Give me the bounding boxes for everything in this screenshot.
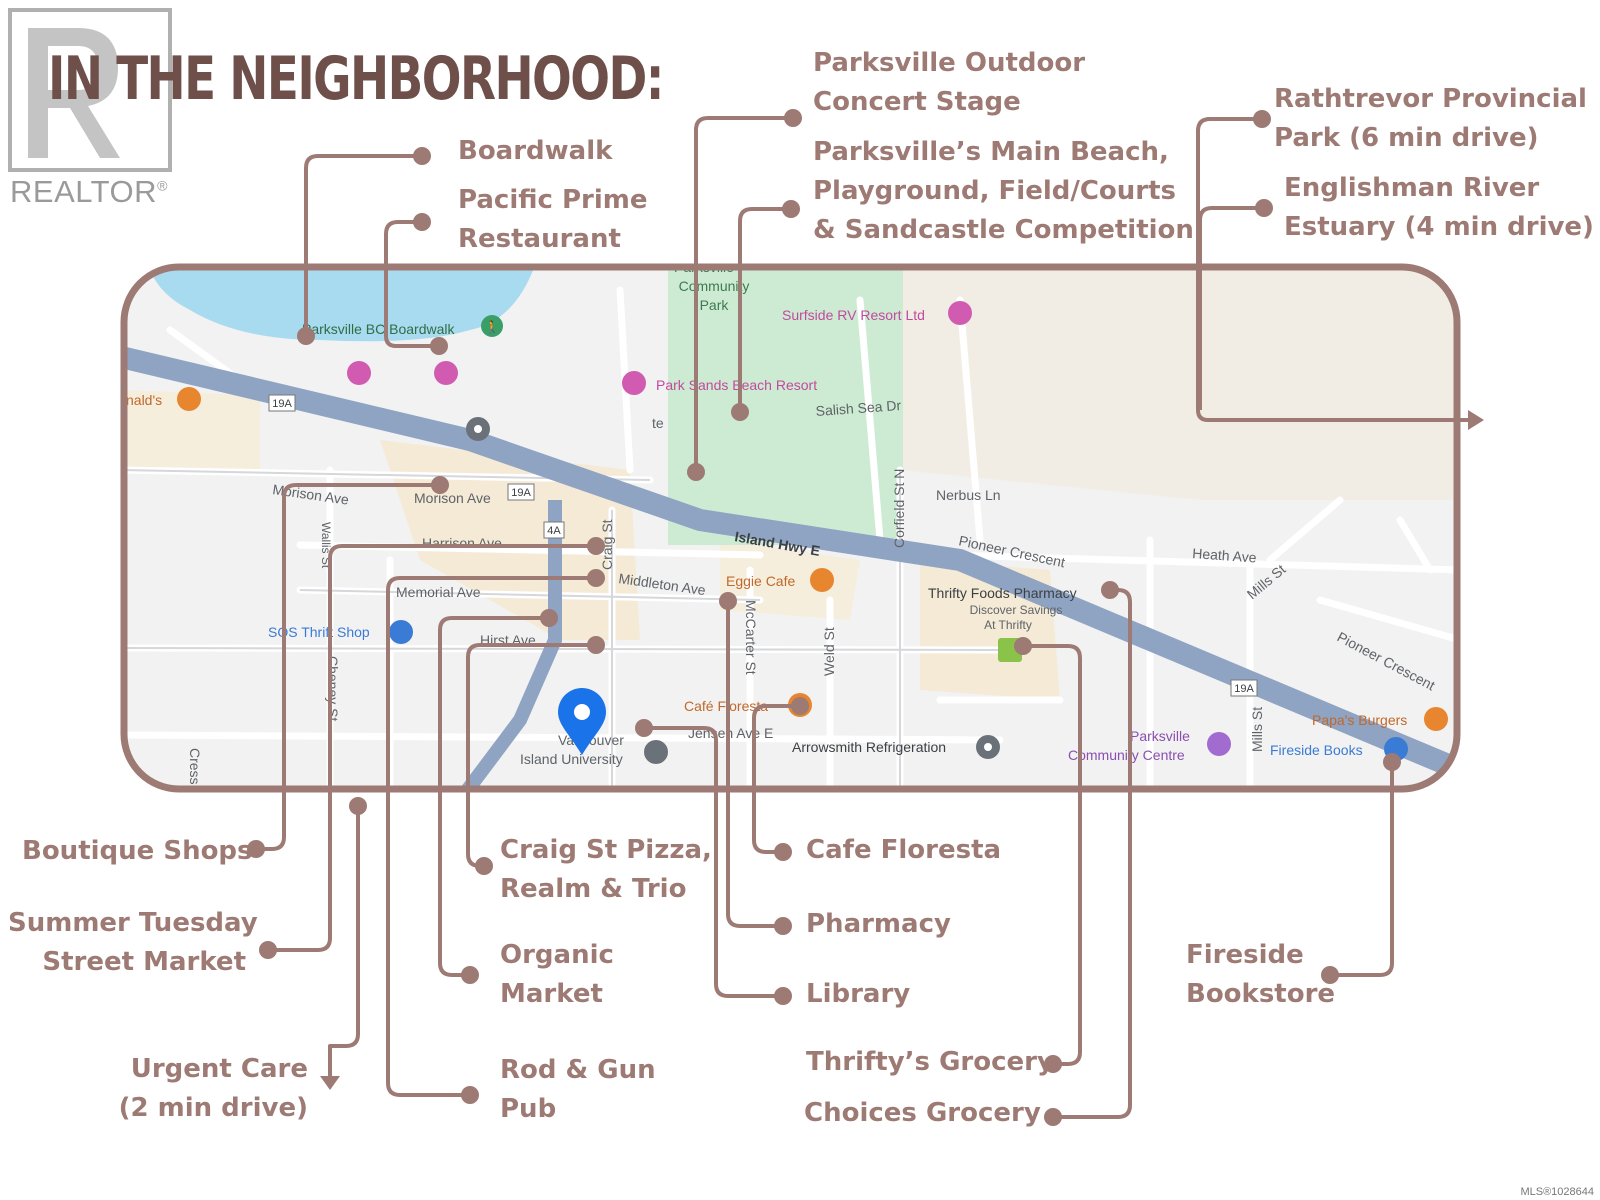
route-shields: 19A 19A 4A 19A — [268, 394, 1258, 697]
fast-food-icon[interactable] — [177, 387, 201, 411]
label-boutique-shops: Boutique Shops — [22, 836, 253, 866]
poi-label: Fireside Books — [1270, 742, 1363, 758]
page-title: IN THE NEIGHBORHOOD: — [48, 44, 665, 114]
leader-boutique — [256, 483, 440, 851]
leader-rod-gun — [386, 576, 596, 1097]
street-label: McCarter St — [743, 600, 759, 675]
label-urgent-care: Urgent Care(2 min drive) — [118, 1054, 308, 1123]
property-location-pin-icon[interactable] — [558, 688, 606, 755]
street-label: Morison Ave — [414, 490, 491, 506]
leader-pharmacy — [726, 601, 783, 928]
poi-label: At Thrifty — [984, 618, 1032, 632]
lodging-icon[interactable] — [622, 371, 646, 395]
street-label: Weld St — [821, 627, 837, 676]
poi-label: Eggie Cafe — [726, 573, 795, 589]
shopping-bag-icon[interactable] — [389, 620, 413, 644]
bay-water — [124, 267, 540, 342]
leader-main-beach — [738, 207, 791, 412]
street-label: Mills St — [1249, 707, 1265, 752]
leader-boardwalk — [304, 154, 422, 336]
street-label: Corfield St N — [891, 469, 907, 548]
route-shield-4a: 4A — [547, 525, 561, 537]
street-label: Cress St — [187, 748, 203, 802]
leader-library — [644, 726, 783, 998]
poi-label: Arrowsmith Refrigeration — [792, 739, 946, 755]
school-icon[interactable] — [644, 740, 668, 764]
poi-label: Island University — [520, 751, 623, 767]
leader-pacific-prime — [384, 220, 439, 348]
route-shield-19a: 19A — [272, 398, 292, 410]
hiking-icon[interactable] — [481, 315, 503, 337]
poi-label: te — [652, 415, 664, 431]
label-thrifty-grocery: Thrifty’s Grocery — [806, 1047, 1054, 1077]
fast-food-icon[interactable] — [1424, 707, 1448, 731]
poi-label: Park — [700, 297, 730, 313]
street-label: Memorial Ave — [396, 584, 481, 600]
route-shield-19a: 19A — [511, 487, 531, 499]
lodging-icon[interactable] — [948, 301, 972, 325]
street-label: Nerbus Ln — [936, 487, 1001, 503]
label-choices-grocery: Choices Grocery — [804, 1098, 1041, 1128]
poi-label: Papa's Burgers — [1312, 712, 1407, 728]
street-label: Craig St — [599, 519, 615, 570]
poi-label: Discover Savings — [970, 603, 1063, 617]
leader-cafe-floresta — [752, 704, 800, 854]
poi-label: Surfside RV Resort Ltd — [782, 307, 925, 323]
leader-thrifty-grocery — [1023, 644, 1082, 1066]
map-frame — [120, 263, 1461, 793]
poi-layer: Parksville Community Park Parksville BC … — [126, 259, 1448, 767]
leader-organic — [438, 616, 549, 977]
poi-label: Community Centre — [1068, 747, 1185, 763]
community-centre-icon[interactable] — [1207, 732, 1231, 756]
poi-label: nald's — [126, 392, 162, 408]
leader-summer-market — [268, 544, 596, 952]
realtor-wordmark: REALTOR® — [10, 174, 168, 209]
label-cafe-floresta: Cafe Floresta — [806, 835, 1002, 865]
label-craig-pizza: Craig St Pizza,Realm & Trio — [500, 835, 712, 904]
leader-englishman — [1198, 206, 1264, 410]
realtor-r-icon — [8, 8, 172, 172]
leader-rathtrevor — [1196, 117, 1470, 422]
lodging-icon[interactable] — [347, 361, 371, 385]
poi-label: SOS Thrift Shop — [268, 624, 370, 640]
street-label: Salish Sea Dr — [815, 397, 902, 419]
highway-4a — [454, 500, 562, 789]
realtor-logo — [8, 8, 180, 214]
label-pharmacy: Pharmacy — [806, 909, 951, 939]
poi-label: Thrifty Foods Pharmacy — [928, 585, 1077, 601]
label-library: Library — [806, 979, 911, 1009]
svg-text:🚶: 🚶 — [485, 320, 500, 334]
restaurant-icon[interactable] — [434, 361, 458, 385]
arrow-down-icon — [320, 1076, 340, 1090]
street-label: Heath Ave — [1192, 545, 1258, 565]
map-tiles: Morison Ave Morison Ave Harrison Ave Mem… — [124, 259, 1457, 802]
island-highway — [124, 341, 1457, 781]
poi-label: Parksville — [674, 259, 734, 275]
coffee-cup-icon[interactable] — [810, 568, 834, 592]
arrow-right-icon — [1468, 410, 1484, 430]
leader-urgent-care — [328, 806, 360, 1076]
mls-number: MLS®1028644 — [1520, 1186, 1594, 1198]
poi-label: Parksville BC Boardwalk — [302, 321, 455, 337]
label-boardwalk: Boardwalk — [458, 136, 613, 166]
poi-label: Parksville — [1130, 728, 1190, 744]
leader-fireside — [1330, 762, 1394, 977]
leader-concert-stage — [694, 116, 793, 472]
leader-choices-grocery — [1053, 588, 1132, 1119]
route-shield-19a: 19A — [1234, 683, 1254, 695]
label-main-beach: Parksville’s Main Beach,Playground, Fiel… — [813, 137, 1194, 245]
